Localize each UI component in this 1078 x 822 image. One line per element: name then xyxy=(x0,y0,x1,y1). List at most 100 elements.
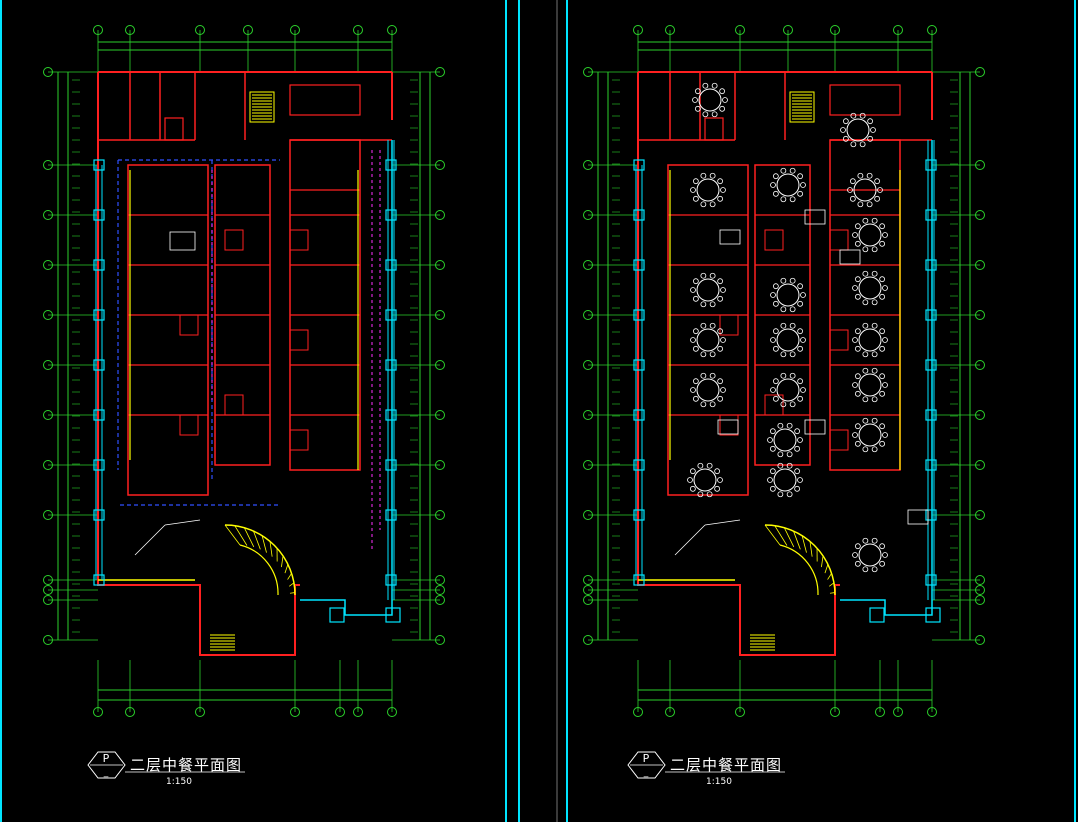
chair xyxy=(777,422,784,429)
stair-tread xyxy=(269,541,273,557)
stair-tread xyxy=(289,582,295,587)
axis-bubble xyxy=(435,595,445,605)
axis-bubble xyxy=(975,67,985,77)
chair xyxy=(709,301,716,308)
axis-bubble xyxy=(435,210,445,220)
chair xyxy=(789,401,796,408)
frame-divider-4 xyxy=(566,0,568,822)
table-top xyxy=(858,328,882,352)
chair xyxy=(862,270,869,277)
chair xyxy=(854,276,861,283)
frame-border-left xyxy=(0,0,2,822)
sofa-set xyxy=(804,419,826,435)
chair xyxy=(697,491,704,498)
chair xyxy=(866,201,873,208)
round-table xyxy=(690,322,726,358)
chair xyxy=(866,172,873,179)
lobby-diagonal xyxy=(674,524,706,556)
closet xyxy=(719,314,739,336)
chair xyxy=(772,345,779,352)
drawing-symbol-sub: _ xyxy=(103,768,109,778)
chair xyxy=(859,141,866,148)
chair xyxy=(717,345,724,352)
chair xyxy=(882,432,888,438)
stair-outline xyxy=(789,91,815,123)
chair xyxy=(797,328,804,335)
axis-bubble xyxy=(927,707,937,717)
chair xyxy=(862,537,869,544)
axis-bubble xyxy=(435,460,445,470)
chair xyxy=(692,328,699,335)
column-left xyxy=(93,259,105,271)
chair xyxy=(789,196,796,203)
chair xyxy=(797,173,804,180)
chair xyxy=(772,378,779,385)
chair xyxy=(780,351,787,358)
chair xyxy=(871,566,878,573)
column-right xyxy=(925,574,937,586)
round-table xyxy=(770,277,806,313)
drawing-title: 二层中餐平面图 xyxy=(670,756,782,774)
chair xyxy=(871,537,878,544)
chair xyxy=(720,287,726,293)
chair xyxy=(772,300,779,307)
chair xyxy=(770,337,776,343)
closet xyxy=(829,329,849,351)
chair xyxy=(797,477,803,483)
chair xyxy=(709,172,716,179)
chair xyxy=(862,246,869,253)
axis-bubble xyxy=(665,707,675,717)
round-table xyxy=(767,422,803,458)
axis-bubble xyxy=(830,707,840,717)
chair xyxy=(854,293,861,300)
stair-tread xyxy=(774,525,788,546)
chair xyxy=(692,345,699,352)
chair xyxy=(770,387,776,393)
axis-bubble xyxy=(735,707,745,717)
axis-bubbles-top xyxy=(633,25,937,35)
column-left xyxy=(633,459,645,471)
chair xyxy=(840,127,846,133)
chair xyxy=(709,351,716,358)
chair xyxy=(871,322,878,329)
chair xyxy=(717,395,724,402)
column-left xyxy=(633,509,645,521)
chair xyxy=(769,468,776,475)
chair xyxy=(871,396,878,403)
chair xyxy=(852,552,858,558)
column-right xyxy=(925,209,937,221)
stair-tread xyxy=(829,582,835,587)
round-table xyxy=(690,372,726,408)
column-right xyxy=(385,259,397,271)
column-right xyxy=(925,259,937,271)
column-left xyxy=(93,209,105,221)
axis-bubble xyxy=(435,410,445,420)
chair xyxy=(882,337,888,343)
drawing-symbol xyxy=(627,751,666,779)
closet xyxy=(289,429,309,451)
chair xyxy=(854,423,861,430)
axis-bubble xyxy=(43,585,53,595)
axis-bubble xyxy=(43,595,53,605)
columns xyxy=(93,159,401,623)
west-room-block xyxy=(667,164,749,496)
chair xyxy=(862,396,869,403)
axis-bubble xyxy=(975,410,985,420)
chair xyxy=(700,351,707,358)
axis-bubble xyxy=(975,595,985,605)
round-table xyxy=(852,367,888,403)
axis-bubble xyxy=(93,707,103,717)
chair xyxy=(850,112,857,119)
chair xyxy=(854,240,861,247)
column-right xyxy=(385,359,397,371)
column-right xyxy=(385,574,397,586)
chair xyxy=(800,337,806,343)
chair xyxy=(780,277,787,284)
chair xyxy=(786,491,793,498)
chair xyxy=(882,232,888,238)
chair xyxy=(692,395,699,402)
chair xyxy=(770,182,776,188)
west-room-block xyxy=(127,164,209,496)
chair xyxy=(700,201,707,208)
